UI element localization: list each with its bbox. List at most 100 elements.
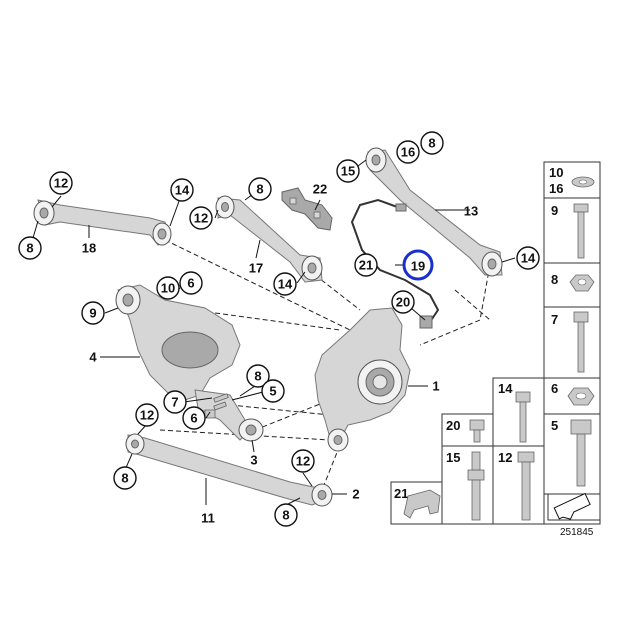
part-number-label: 2	[352, 487, 359, 502]
part-number-label: 6	[551, 381, 558, 396]
clip-icon-21	[403, 489, 441, 519]
part-number-label: 8	[428, 136, 435, 151]
part-number-label: 7	[171, 395, 178, 410]
part-number-label: 14	[278, 277, 293, 292]
callout-12-low: 12	[135, 403, 159, 427]
label-17: 17	[249, 261, 263, 276]
callout-14-left: 14	[170, 178, 194, 202]
part-number-label: 8	[26, 241, 33, 256]
callout-12-left: 12	[49, 171, 73, 195]
part-number-label: 14	[498, 381, 513, 396]
part-number-label: 15	[341, 164, 355, 179]
part-number-label: 5	[551, 418, 558, 433]
part-number-label: 20	[396, 295, 410, 310]
callout-5: 5	[261, 379, 285, 403]
bolt-icon-9	[573, 203, 589, 259]
bolt-icon-14	[515, 391, 531, 443]
callout-20: 20	[391, 290, 415, 314]
part-number-label: 20	[446, 418, 460, 433]
nut-icon-8	[569, 274, 595, 292]
callout-12-low-right: 12	[291, 449, 315, 473]
part-number-label: 21	[359, 258, 373, 273]
part-number-label: 14	[175, 183, 190, 198]
part-number-label: 15	[446, 450, 460, 465]
part-number-label: 16	[549, 181, 563, 196]
callout-10: 10	[156, 276, 180, 300]
part-13-upper-arm	[365, 147, 503, 277]
label-4: 4	[89, 350, 97, 365]
part-number-label: 3	[250, 453, 257, 468]
part-number-label: 10	[161, 281, 175, 296]
label-2: 2	[352, 487, 359, 502]
callout-15-top: 15	[336, 159, 360, 183]
part-number-label: 19	[411, 259, 425, 274]
part-number-label: 18	[82, 241, 96, 256]
part-number-label: 8	[282, 508, 289, 523]
part-number-label: 12	[140, 408, 154, 423]
label-11: 11	[201, 511, 215, 526]
part-number-label: 12	[194, 211, 208, 226]
part-number-label: 6	[190, 411, 197, 426]
arrow-icon	[547, 492, 601, 521]
callouts: 12 14 8 18 8 12 17 14 22 16 8 15 13 14 2…	[18, 131, 540, 527]
part-18-control-arm	[33, 199, 172, 246]
part-number-label: 5	[269, 384, 276, 399]
bolt-icon-12	[517, 451, 535, 521]
bolt-icon-20	[469, 419, 485, 443]
part-number-label: 8	[121, 471, 128, 486]
label-13: 13	[464, 204, 478, 219]
callout-19-highlighted: 19	[402, 249, 434, 281]
callout-16-top: 16	[396, 140, 420, 164]
bolt-icon-15	[467, 451, 485, 521]
part-number-label: 4	[89, 350, 97, 365]
part-number-label: 12	[296, 454, 310, 469]
part-number-label: 8	[256, 182, 263, 197]
callout-7: 7	[163, 390, 187, 414]
part-number-label: 7	[551, 312, 558, 327]
part-number-label: 10	[549, 165, 563, 180]
part-number-label: 17	[249, 261, 263, 276]
callout-8-low-left: 8	[113, 466, 137, 490]
part-number-label: 22	[313, 182, 327, 197]
part-number-label: 8	[254, 369, 261, 384]
label-22: 22	[313, 182, 327, 197]
part-number-label: 1	[432, 379, 439, 394]
reference-number: 251845	[560, 527, 594, 538]
part-number-label: 12	[54, 176, 68, 191]
callout-8-top: 8	[420, 131, 444, 155]
part-1-wheel-carrier	[314, 307, 411, 452]
part-number-label: 9	[551, 203, 558, 218]
callout-21: 21	[354, 253, 378, 277]
dashed-guide-lines	[119, 239, 491, 496]
callout-8-mid: 8	[246, 364, 270, 388]
label-18: 18	[82, 241, 96, 256]
label-3: 3	[250, 453, 257, 468]
part-number-label: 16	[401, 145, 415, 160]
part-number-label: 8	[551, 272, 558, 287]
nut-icon-6	[567, 387, 595, 406]
hardware-table: 10 16 9 8 7 6 5 14 12 20 15 21	[390, 161, 601, 538]
callout-9: 9	[81, 301, 105, 325]
part-number-label: 12	[498, 450, 512, 465]
callout-8-left: 8	[18, 236, 42, 260]
callout-14-right: 14	[516, 246, 540, 270]
label-1: 1	[432, 379, 439, 394]
washer-icon-10-16	[571, 176, 595, 188]
part-number-label: 11	[201, 511, 215, 526]
callout-12-arm17: 12	[189, 206, 213, 230]
callout-6-top: 6	[179, 271, 203, 295]
bolt-icon-5	[570, 419, 592, 487]
callout-8-low-right: 8	[274, 503, 298, 527]
part-number-label: 6	[187, 276, 194, 291]
callout-14-arm17: 14	[273, 272, 297, 296]
part-number-label: 21	[394, 486, 408, 501]
part-4-spring-arm	[115, 284, 253, 441]
part-number-label: 9	[89, 306, 96, 321]
part-11-lower-arm	[125, 433, 333, 507]
bolt-icon-7	[573, 311, 589, 373]
part-22-bracket	[281, 187, 333, 231]
part-3-bushing	[238, 418, 264, 442]
callout-8-arm17: 8	[248, 177, 272, 201]
part-number-label: 13	[464, 204, 478, 219]
